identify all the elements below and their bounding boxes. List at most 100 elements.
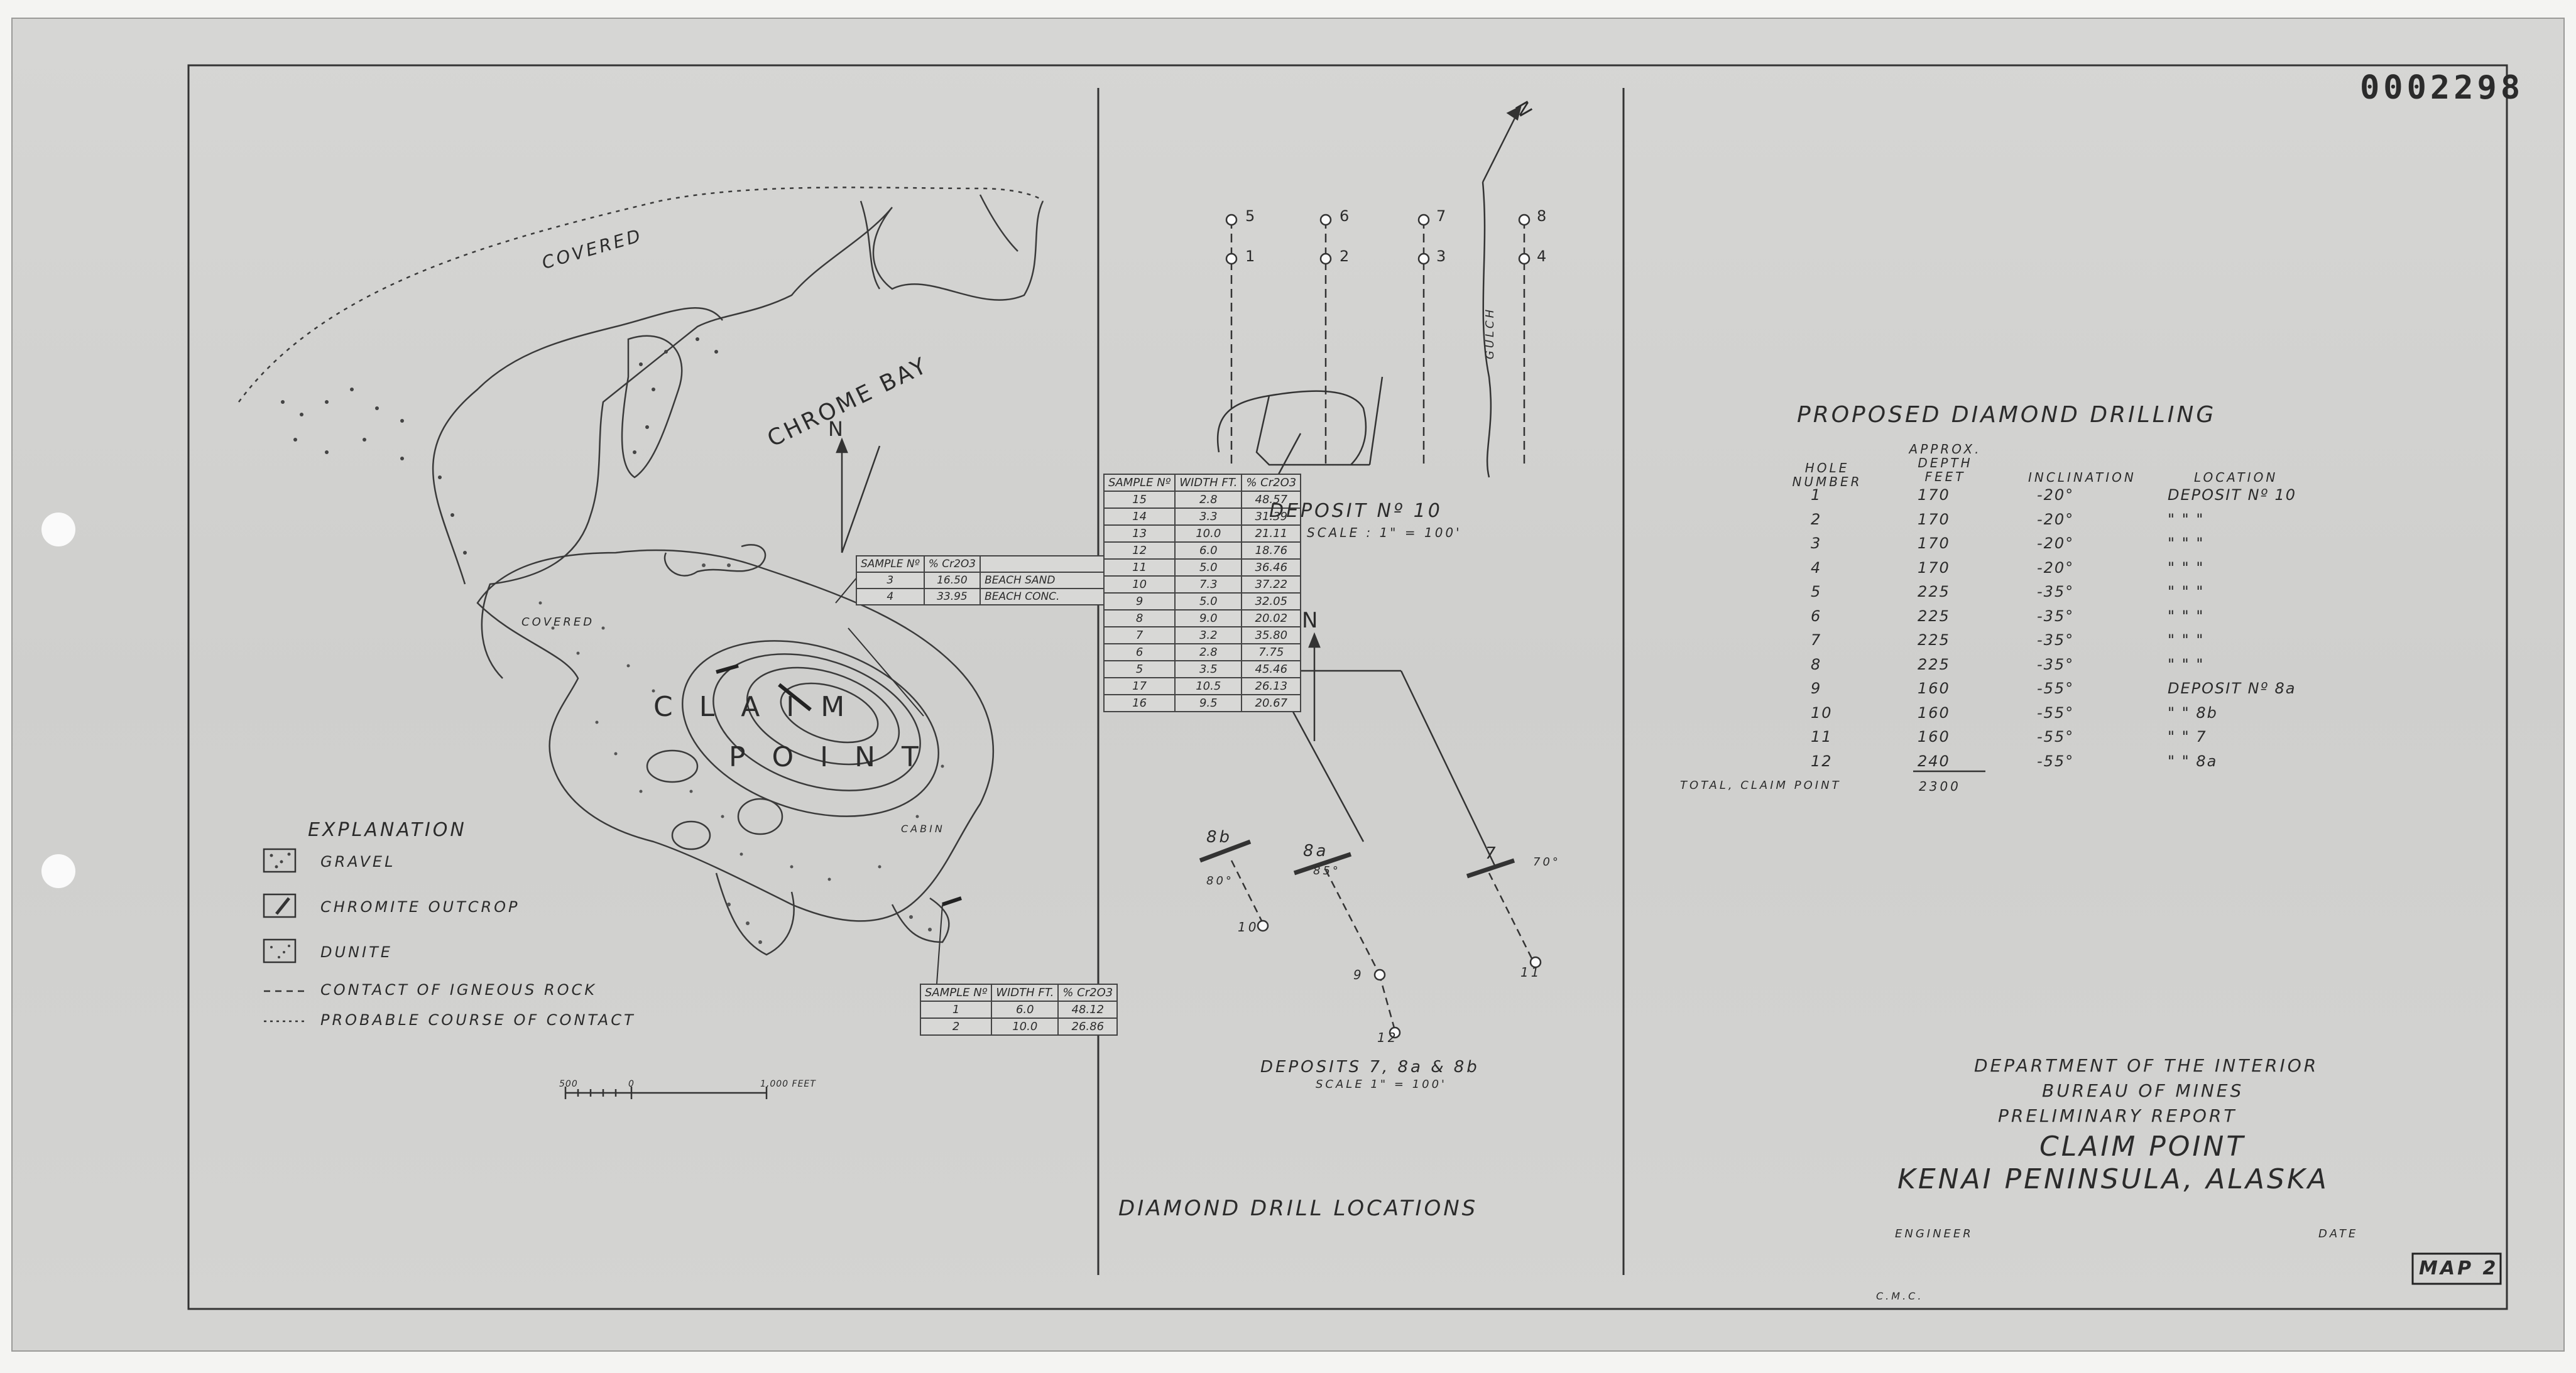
legend-probable-contact: PROBABLE COURSE OF CONTACT	[320, 1011, 636, 1029]
drilling-cell: DEPOSIT Nº 8a	[2168, 680, 2296, 697]
title-line-1: DEPARTMENT OF THE INTERIOR	[1974, 1055, 2319, 1076]
drilling-cell: 225	[1918, 583, 1950, 600]
drilling-cell: -20°	[2037, 486, 2075, 504]
legend-gravel: GRAVEL	[320, 853, 396, 871]
label-point: P O I N T	[729, 741, 927, 773]
north-arrow-left	[836, 437, 881, 553]
legend-contact: CONTACT OF IGNEOUS ROCK	[320, 981, 598, 999]
deposits-scale: SCALE 1" = 100'	[1316, 1078, 1447, 1091]
hole-label-4: 4	[1537, 247, 1549, 265]
drilling-cell: " " "	[2168, 535, 2205, 552]
coastline	[237, 187, 1044, 679]
drilling-cell: -55°	[2037, 728, 2075, 746]
legend-lines	[264, 990, 308, 1023]
hole-label-11: 11	[1520, 965, 1542, 980]
legend-stipple	[270, 852, 291, 958]
binder-hole	[41, 854, 75, 888]
dunite-stipple	[538, 563, 944, 944]
scale-right: 1,000 FEET	[760, 1079, 816, 1089]
drilling-cell: 225	[1918, 631, 1950, 649]
scale-left: 500	[559, 1079, 578, 1089]
drilling-cell: -55°	[2037, 680, 2075, 697]
drilling-cell: 170	[1918, 558, 1950, 577]
drilling-cell: 160	[1918, 703, 1950, 722]
drilling-cell: 240	[1918, 752, 1950, 770]
drilling-cell: 170	[1918, 510, 1950, 528]
binder-hole	[41, 513, 75, 546]
drilling-cell: 5	[1811, 583, 1822, 600]
drilling-cell: 2	[1811, 510, 1822, 528]
drilling-cell: 170	[1918, 486, 1950, 504]
deposit-lines	[1199, 670, 1534, 1031]
table-header: % Cr2O3	[923, 555, 981, 573]
claim-point-outline	[476, 544, 995, 956]
drilling-cell: -35°	[2037, 655, 2075, 673]
drilling-cell: " " 8a	[2168, 752, 2218, 770]
drilling-cell: 7	[1811, 631, 1822, 649]
dip-70: 70°	[1533, 855, 1561, 869]
title-line-5: KENAI PENINSULA, ALASKA	[1897, 1163, 2329, 1195]
drilling-cell: " " 8b	[2168, 703, 2218, 722]
label-covered-island: COVERED	[521, 616, 595, 629]
drilling-cell: -20°	[2037, 558, 2075, 577]
north-label-left: N	[828, 417, 846, 441]
explanation-title: EXPLANATION	[308, 819, 467, 841]
drilling-cell: 225	[1918, 607, 1950, 625]
scale-mid: 0	[628, 1079, 635, 1089]
hole-label-8: 8	[1537, 207, 1549, 225]
drill-hole-lines	[1216, 182, 1525, 516]
map-frame	[187, 64, 2508, 1310]
hole-label-7: 7	[1436, 207, 1449, 225]
deposit-label-8a: 8a	[1303, 842, 1329, 860]
drilling-cell: 160	[1918, 728, 1950, 746]
legend-dunite: DUNITE	[320, 943, 393, 961]
total-value: 2300	[1919, 779, 1961, 794]
table-header: SAMPLE Nº	[856, 555, 925, 573]
header-inclination: INCLINATION	[2028, 470, 2136, 485]
deposit10-title: DEPOSIT Nº 10	[1269, 500, 1443, 522]
drilling-cell: 4	[1811, 558, 1822, 577]
drilling-cell: 1	[1811, 486, 1822, 504]
dip-80: 80°	[1206, 874, 1234, 887]
drilling-cell: 225	[1918, 655, 1950, 673]
drilling-cell: -35°	[2037, 631, 2075, 649]
north-arrow-lower	[1308, 632, 1321, 741]
drilling-cell: -35°	[2037, 583, 2075, 600]
gravel-stipple	[281, 337, 718, 555]
drilling-cell: 9	[1811, 680, 1822, 697]
drilling-cell: 3	[1811, 535, 1822, 552]
title-line-4: CLAIM POINT	[2039, 1131, 2246, 1163]
hole-label-10: 10	[1238, 920, 1259, 935]
drill-hole-markers	[1225, 214, 1531, 265]
north-label-lower: N	[1302, 608, 1321, 633]
deposits-title: DEPOSITS 7, 8a & 8b	[1260, 1058, 1480, 1077]
hole-label-9: 9	[1353, 967, 1364, 982]
chromite-outcrop	[716, 664, 962, 906]
title-line-2: BUREAU OF MINES	[2042, 1080, 2244, 1101]
engineer-label: ENGINEER	[1895, 1227, 1973, 1240]
drilling-cell: DEPOSIT Nº 10	[2168, 486, 2297, 504]
hole-label-2: 2	[1340, 247, 1352, 265]
header-hole: HOLE NUMBER	[1792, 460, 1862, 489]
drilling-cell: " " 7	[2168, 728, 2207, 746]
drilling-cell: " " "	[2168, 631, 2205, 649]
hole-label-3: 3	[1436, 247, 1449, 265]
legend-chromite: CHROMITE OUTCROP	[320, 898, 520, 916]
deposit-label-8b: 8b	[1206, 828, 1233, 847]
label-cabin: CABIN	[901, 823, 945, 835]
drilling-cell: 170	[1918, 535, 1950, 552]
drilling-cell: -20°	[2037, 535, 2075, 552]
scale-bar	[564, 1087, 768, 1099]
